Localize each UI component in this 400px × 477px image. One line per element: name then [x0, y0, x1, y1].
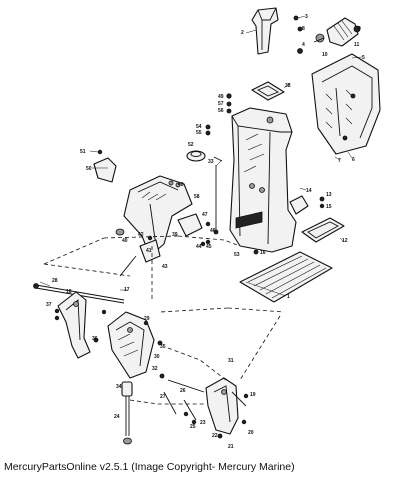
part-driveshaft-housing — [229, 107, 297, 253]
callout-32: 32 — [152, 366, 158, 372]
part-gasket — [251, 81, 285, 101]
callout-14: 14 — [306, 188, 312, 194]
callout-50: 50 — [86, 166, 92, 172]
callout-10: 10 — [322, 52, 328, 58]
callout-5: 5 — [362, 55, 365, 61]
part-shift-boot — [313, 17, 361, 47]
callout-44: 44 — [196, 244, 202, 250]
part-relief-cap — [93, 149, 117, 183]
callout-35: 35 — [160, 344, 166, 350]
part-washer-16 — [253, 249, 259, 255]
part-o-ring-seal — [301, 217, 345, 243]
part-bushing — [186, 150, 223, 162]
callout-45: 45 — [206, 244, 212, 250]
callout-57: 57 — [218, 101, 224, 107]
callout-31: 31 — [228, 358, 234, 364]
callout-leader-lines — [39, 15, 363, 297]
callout-55: 55 — [196, 130, 202, 136]
callout-30: 30 — [154, 354, 160, 360]
callout-34: 34 — [116, 384, 122, 390]
part-adaptor-plate — [123, 175, 193, 257]
callout-22: 22 — [212, 433, 218, 439]
callout-36: 36 — [92, 336, 98, 342]
callout-53: 53 — [234, 252, 240, 258]
part-linkage-rods — [159, 373, 205, 425]
part-upper-tube — [251, 7, 279, 55]
callout-21: 21 — [228, 444, 234, 450]
callout-15: 15 — [326, 204, 332, 210]
callout-58: 58 — [194, 194, 200, 200]
part-rubber-pad — [239, 251, 333, 303]
callout-29: 29 — [144, 316, 150, 322]
callout-labels: 1 2 3 4 5 6 7 8 9 10 11 12 13 14 15 16 1… — [46, 14, 365, 450]
callout-2: 2 — [241, 30, 244, 36]
callout-46: 46 — [210, 228, 216, 234]
callout-1: 1 — [287, 294, 290, 300]
callout-18: 18 — [66, 289, 72, 295]
callout-17: 17 — [124, 287, 130, 293]
callout-52: 52 — [188, 142, 194, 148]
callout-39: 39 — [172, 232, 178, 238]
assembly-dashed-lines — [43, 235, 285, 405]
part-swivel-bracket — [101, 309, 163, 379]
callout-26: 26 — [180, 388, 186, 394]
callout-41: 41 — [146, 248, 152, 254]
callout-28: 28 — [52, 278, 58, 284]
callout-54: 54 — [196, 124, 202, 130]
callout-11: 11 — [354, 42, 360, 48]
callout-13: 13 — [326, 192, 332, 198]
callout-56: 56 — [218, 108, 224, 114]
callout-40: 40 — [122, 238, 128, 244]
callout-9: 9 — [358, 26, 361, 32]
callout-37: 37 — [46, 302, 52, 308]
part-side-cover — [311, 53, 381, 155]
part-right-clamp-bracket — [205, 377, 249, 439]
callout-38: 38 — [285, 83, 291, 89]
part-rubber-mount — [289, 195, 325, 215]
callout-3: 3 — [305, 14, 308, 20]
exploded-parts-diagram: 1 2 3 4 5 6 7 8 9 10 11 12 13 14 15 16 1… — [33, 7, 381, 450]
callout-20: 20 — [248, 430, 254, 436]
callout-43: 43 — [162, 264, 168, 270]
callout-12: 12 — [342, 238, 348, 244]
callout-4: 4 — [302, 42, 305, 48]
callout-47: 47 — [202, 212, 208, 218]
callout-48: 48 — [178, 182, 184, 188]
callout-7: 7 — [338, 158, 341, 164]
callout-19: 19 — [250, 392, 256, 398]
callout-16: 16 — [260, 250, 266, 256]
callout-25: 25 — [190, 424, 196, 430]
part-left-clamp-bracket — [54, 291, 99, 359]
image-caption: MercuryPartsOnline v2.5.1 (Image Copyrig… — [4, 461, 295, 473]
callout-27: 27 — [160, 394, 166, 400]
callout-49: 49 — [218, 94, 224, 100]
callout-51: 51 — [80, 149, 86, 155]
part-tilt-pin — [121, 381, 133, 445]
callout-24: 24 — [114, 414, 120, 420]
part-tilt-tube — [33, 255, 137, 304]
callout-23: 23 — [200, 420, 206, 426]
callout-33: 33 — [208, 159, 214, 165]
part-lower-bracket-items — [115, 213, 211, 263]
callout-6: 6 — [352, 157, 355, 163]
part-housing-fasteners — [205, 93, 232, 235]
callout-42: 42 — [138, 232, 144, 238]
callout-8: 8 — [302, 26, 305, 32]
